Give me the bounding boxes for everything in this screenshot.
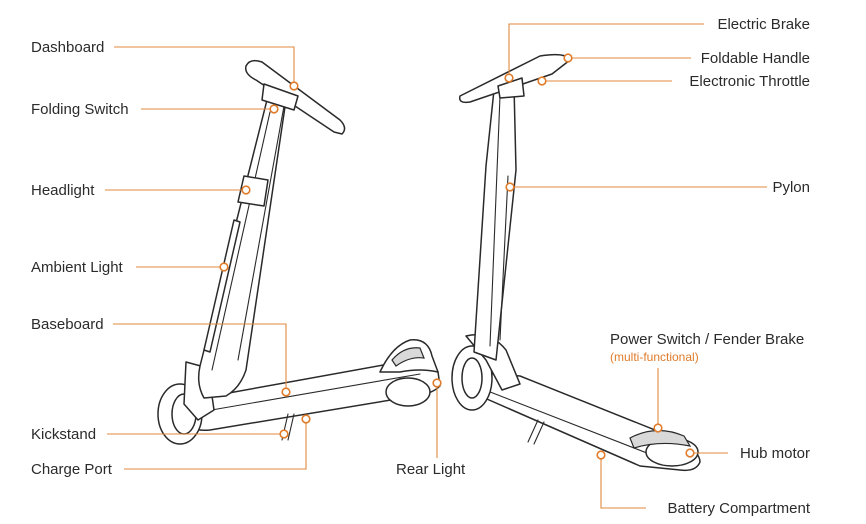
charge-port-marker (301, 414, 311, 424)
label-battery-compartment: Battery Compartment (667, 500, 810, 517)
label-rear-light: Rear Light (396, 461, 466, 478)
dashboard-marker (289, 81, 299, 91)
ambient-light-marker (219, 262, 229, 272)
label-power-switch: Power Switch / Fender Brake (610, 331, 804, 348)
label-charge-port: Charge Port (31, 461, 113, 478)
label-foldable-handle: Foldable Handle (701, 50, 810, 67)
labels: Dashboard Folding Switch Headlight Ambie… (31, 16, 811, 517)
label-kickstand: Kickstand (31, 426, 96, 443)
battery-compartment-marker (596, 450, 606, 460)
label-ambient-light: Ambient Light (31, 259, 124, 276)
electric-brake-marker (504, 73, 514, 83)
label-electronic-throttle: Electronic Throttle (689, 73, 810, 90)
kickstand-marker (279, 429, 289, 439)
label-dashboard: Dashboard (31, 39, 104, 56)
rear-light-marker (432, 378, 442, 388)
label-pylon: Pylon (772, 179, 810, 196)
power-switch-marker (653, 423, 663, 433)
label-headlight: Headlight (31, 182, 95, 199)
pylon-marker (505, 182, 515, 192)
right-scooter (451, 53, 701, 472)
label-folding-switch: Folding Switch (31, 101, 129, 118)
electronic-throttle-marker (537, 76, 547, 86)
callout-dots (219, 53, 695, 460)
label-power-switch-note: (multi-functional) (610, 350, 699, 364)
label-hub-motor: Hub motor (740, 445, 810, 462)
left-scooter (157, 59, 441, 445)
baseboard-marker (281, 387, 291, 397)
label-electric-brake: Electric Brake (717, 16, 810, 33)
foldable-handle-marker (563, 53, 573, 63)
label-baseboard: Baseboard (31, 316, 104, 333)
headlight-marker (241, 185, 251, 195)
leader-lines (105, 23, 767, 509)
hub-motor-marker (685, 448, 695, 458)
folding-switch-marker (269, 104, 279, 114)
